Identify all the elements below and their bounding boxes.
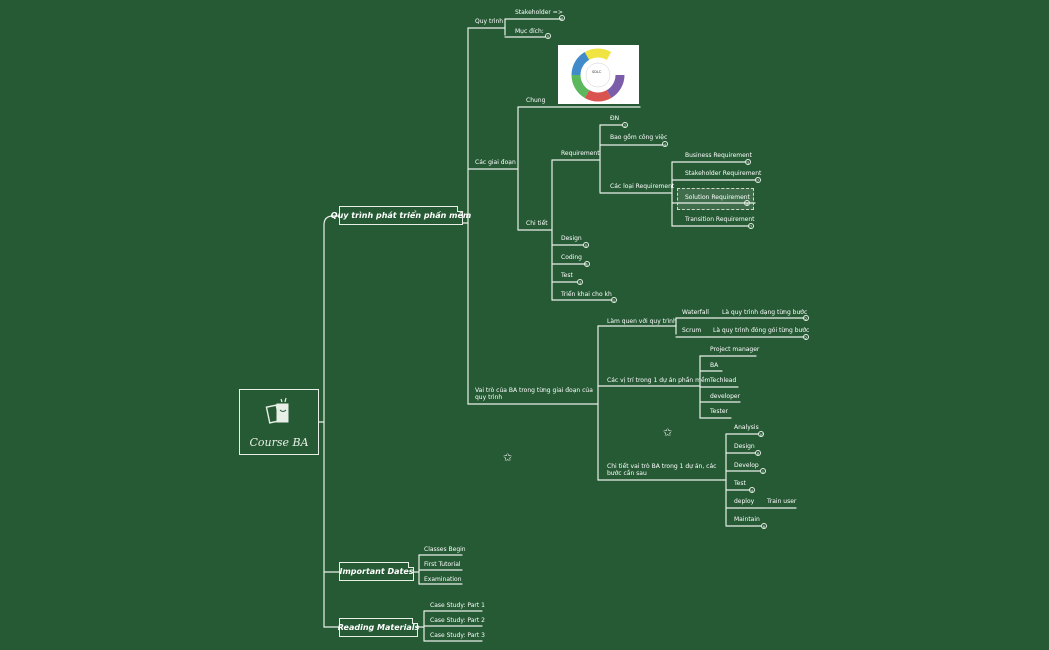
note-count-badge[interactable]: 8: [755, 450, 761, 456]
node-deploy[interactable]: deploy: [734, 498, 755, 505]
node-muc-dich[interactable]: Mục đích:: [515, 28, 544, 35]
node-reading-item[interactable]: Case Study: Part 3: [430, 632, 485, 639]
node-requirement[interactable]: Requirement: [561, 150, 600, 157]
node-date-item[interactable]: Examination: [424, 576, 462, 583]
note-count-badge[interactable]: 1: [611, 297, 617, 303]
note-count-badge[interactable]: 6: [761, 523, 767, 529]
node-test[interactable]: Test: [561, 272, 573, 279]
node-scrum-desc[interactable]: Là quy trình đóng gói từng bước: [713, 327, 810, 334]
node-bao-gom[interactable]: Bao gồm công việc: [610, 134, 668, 141]
sparkle-icon: ✩: [503, 451, 513, 464]
note-count-badge[interactable]: 1: [760, 468, 766, 474]
node-stakeholder-req[interactable]: Stakeholder Requirement: [685, 170, 762, 177]
node-developer[interactable]: developer: [710, 393, 741, 400]
node-test2[interactable]: Test: [734, 480, 746, 487]
node-cac-giai-doan[interactable]: Các giai đoạn: [475, 159, 516, 166]
note-count-badge[interactable]: 3: [577, 279, 583, 285]
node-waterfall-desc[interactable]: Là quy trình dạng từng bước: [722, 309, 808, 316]
sdlc-image[interactable]: SDLC: [558, 45, 639, 104]
node-tester[interactable]: Tester: [710, 408, 728, 415]
note-count-badge[interactable]: 5: [545, 33, 551, 39]
node-train-user[interactable]: Train user: [767, 498, 797, 505]
note-count-badge[interactable]: 2: [803, 334, 809, 340]
node-transition-req[interactable]: Transition Requirement: [685, 216, 755, 223]
node-analysis[interactable]: Analysis: [734, 424, 759, 431]
node-date-item[interactable]: First Tutorial: [424, 561, 461, 568]
sparkle-icon: ✩: [663, 426, 673, 439]
note-count-badge[interactable]: 5: [583, 242, 589, 248]
note-count-badge[interactable]: 3: [559, 15, 565, 21]
note-count-badge[interactable]: 7: [755, 177, 761, 183]
node-vai-tro[interactable]: Vai trò của BA trong từng giai đoạn của …: [475, 387, 593, 401]
node-design2[interactable]: Design: [734, 443, 755, 450]
note-count-badge[interactable]: 4: [662, 141, 668, 147]
notebook-icon: [265, 397, 289, 424]
node-business-req[interactable]: Business Requirement: [685, 152, 752, 159]
note-count-badge[interactable]: 4: [749, 487, 755, 493]
branch-qtpt[interactable]: Quy trình phát triển phần mềm: [331, 206, 471, 225]
node-quy-trinh[interactable]: Quy trình: [475, 18, 504, 25]
node-waterfall[interactable]: Waterfall: [682, 309, 709, 316]
node-dn[interactable]: ĐN: [610, 115, 620, 122]
sdlc-image-title: SDLC: [592, 70, 602, 74]
node-maintain[interactable]: Maintain: [734, 516, 760, 523]
sdlc-cycle-graphic: [571, 48, 625, 102]
branch-reading-materials[interactable]: Reading Materials: [338, 618, 419, 637]
selection-highlight: [677, 188, 754, 210]
node-stakeholder[interactable]: Stakeholder =>: [515, 9, 563, 16]
node-cac-vi-tri[interactable]: Các vị trí trong 1 dự án phần mềm: [607, 377, 711, 384]
node-lam-quen[interactable]: Làm quen với quy trình: [607, 318, 677, 325]
node-reading-item[interactable]: Case Study: Part 2: [430, 617, 485, 624]
node-chi-tiet-vai-tro[interactable]: Chi tiết vai trò BA trong 1 dự án, các b…: [607, 463, 717, 477]
note-count-badge[interactable]: 1: [584, 261, 590, 267]
node-scrum[interactable]: Scrum: [682, 327, 702, 334]
node-reading-item[interactable]: Case Study: Part 1: [430, 602, 485, 609]
node-chung[interactable]: Chung: [526, 97, 546, 104]
node-trien-khai[interactable]: Triển khai cho kh: [561, 291, 612, 298]
note-count-badge[interactable]: 3: [745, 159, 751, 165]
node-pm[interactable]: Project manager: [710, 346, 760, 353]
node-date-item[interactable]: Classes Begin: [424, 546, 466, 553]
root-title: Course BA: [249, 436, 309, 449]
note-count-badge[interactable]: 2: [622, 122, 628, 128]
node-coding[interactable]: Coding: [561, 254, 582, 261]
note-count-badge[interactable]: 7: [748, 223, 754, 229]
node-cac-loai[interactable]: Các loại Requirement: [610, 183, 675, 190]
node-solution-req[interactable]: Solution Requirement: [685, 194, 750, 201]
node-design[interactable]: Design: [561, 235, 582, 242]
node-techlead[interactable]: Techlead: [710, 377, 737, 384]
note-count-badge[interactable]: 2: [803, 315, 809, 321]
node-chi-tiet[interactable]: Chi tiết: [526, 220, 548, 227]
root-node[interactable]: Course BA: [239, 389, 319, 455]
note-count-badge[interactable]: 10: [758, 431, 764, 437]
node-develop[interactable]: Develop: [734, 462, 759, 469]
node-ba[interactable]: BA: [710, 362, 719, 369]
branch-important-dates[interactable]: Important Dates: [339, 562, 414, 581]
note-count-badge[interactable]: 4: [744, 200, 750, 206]
